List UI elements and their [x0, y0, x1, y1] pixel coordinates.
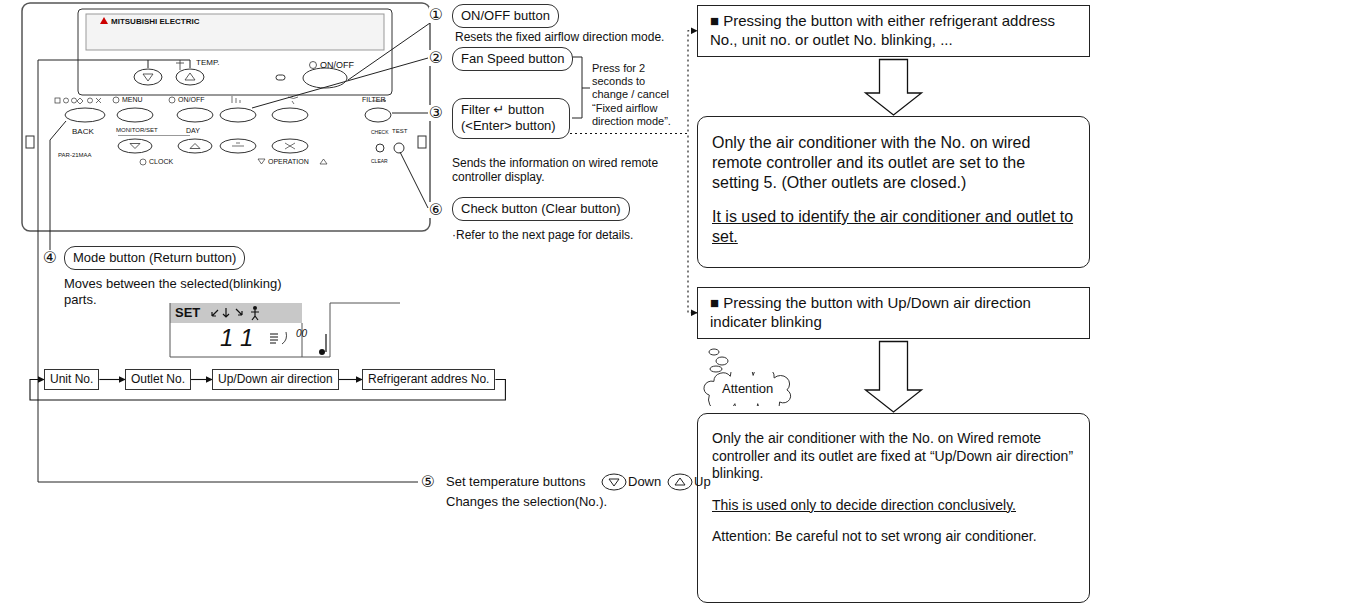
flow-arrow [191, 379, 212, 380]
brand-name: MITSUBISHI ELECTRIC [111, 17, 199, 27]
description: ·Refer to the next page for details. [452, 228, 633, 242]
callout-box: ON/OFF button [452, 4, 559, 28]
node-text: ON/OFF button [461, 8, 550, 24]
node-text: Outlet No. [131, 372, 185, 387]
panel-label: CLOCK [149, 158, 173, 166]
callout-box: Mode button (Return button) [64, 246, 245, 270]
node-text: Only the air conditioner with the No. on… [712, 133, 1075, 193]
panel-label: OPERATION [268, 158, 309, 166]
panel-label: TEMP. [196, 58, 219, 68]
node-text: Filter ↵ button (<Enter> button) [461, 102, 561, 135]
attention-cloud: Attention [702, 372, 793, 406]
button-name: Down [628, 474, 661, 490]
sequence-box: Outlet No. [125, 369, 191, 390]
result-box: Only the air conditioner with the No. on… [697, 116, 1090, 268]
panel-label: MENU [122, 96, 143, 104]
description: Moves between the selected(blinking) par… [64, 276, 292, 307]
description: Set temperature buttons [446, 474, 585, 490]
flow-arrow [339, 379, 362, 380]
panel-label: MONITOR/SET [116, 127, 158, 134]
node-text: It is used to identify the air condition… [712, 207, 1075, 247]
callout-box: Fan Speed button [452, 47, 573, 71]
node-text: Attention [722, 381, 773, 397]
flow-arrow [99, 379, 125, 380]
block-arrow [866, 342, 922, 413]
sequence-box: Unit No. [44, 369, 99, 390]
node-text: Unit No. [50, 372, 93, 387]
lcd-digits: 00 [296, 328, 307, 340]
block-arrow [866, 60, 922, 116]
panel-label: ON/OFF [178, 96, 204, 104]
panel-label: DAY [186, 127, 200, 135]
callout-number: ⑥ [429, 202, 443, 218]
node-text: Fan Speed button [461, 51, 564, 67]
node-text: Mode button (Return button) [73, 250, 236, 266]
panel-label: CHECK [371, 129, 389, 135]
callout-number: ④ [43, 250, 57, 266]
node-text: This is used only to decide direction co… [712, 497, 1075, 515]
lcd-text: SET [175, 305, 200, 321]
callout-box: Filter ↵ button (<Enter> button) [452, 98, 570, 139]
callout-number: ① [429, 7, 443, 23]
condition-box: ■ Pressing the button with Up/Down air d… [697, 287, 1090, 339]
node-text: Attention: Be careful not to set wrong a… [712, 528, 1075, 546]
lcd-digits: 1 1 [220, 324, 253, 353]
description: Resets the fixed airflow direction mode. [455, 30, 664, 44]
panel-label: FILTER [362, 96, 386, 104]
node-text: Only the air conditioner with the No. on… [712, 430, 1075, 483]
panel-label: CLEAR [371, 158, 388, 164]
dotted-arrow [570, 31, 697, 134]
panel-label: BACK [72, 127, 94, 137]
description: Changes the selection(No.). [446, 494, 607, 510]
callout-box: Check button (Clear button) [452, 197, 630, 221]
node-text: Up/Down air direction [218, 372, 333, 387]
description: Sends the information on wired remote co… [452, 156, 662, 185]
model-number: PAR-21MAA [58, 152, 92, 159]
result-box: Only the air conditioner with the No. on… [697, 413, 1090, 603]
condition-box: ■ Pressing the button with either refrig… [697, 5, 1090, 57]
panel-label: ON/OFF [320, 60, 354, 71]
callout-number: ③ [429, 105, 443, 121]
sequence-box: Up/Down air direction [212, 369, 339, 390]
sequence-box: Refrigerant addres No. [362, 369, 495, 390]
node-text: ■ Pressing the button with Up/Down air d… [710, 294, 1077, 332]
callout-number: ② [429, 50, 443, 66]
node-text: Refrigerant addres No. [368, 372, 489, 387]
callout-number: ⑤ [421, 474, 435, 490]
node-text: Check button (Clear button) [461, 201, 621, 217]
node-text: ■ Pressing the button with either refrig… [710, 12, 1077, 50]
bracket-note: Press for 2 seconds to change / cancel “… [592, 62, 682, 128]
panel-label: TEST [392, 128, 407, 135]
button-name: Up [694, 474, 711, 490]
